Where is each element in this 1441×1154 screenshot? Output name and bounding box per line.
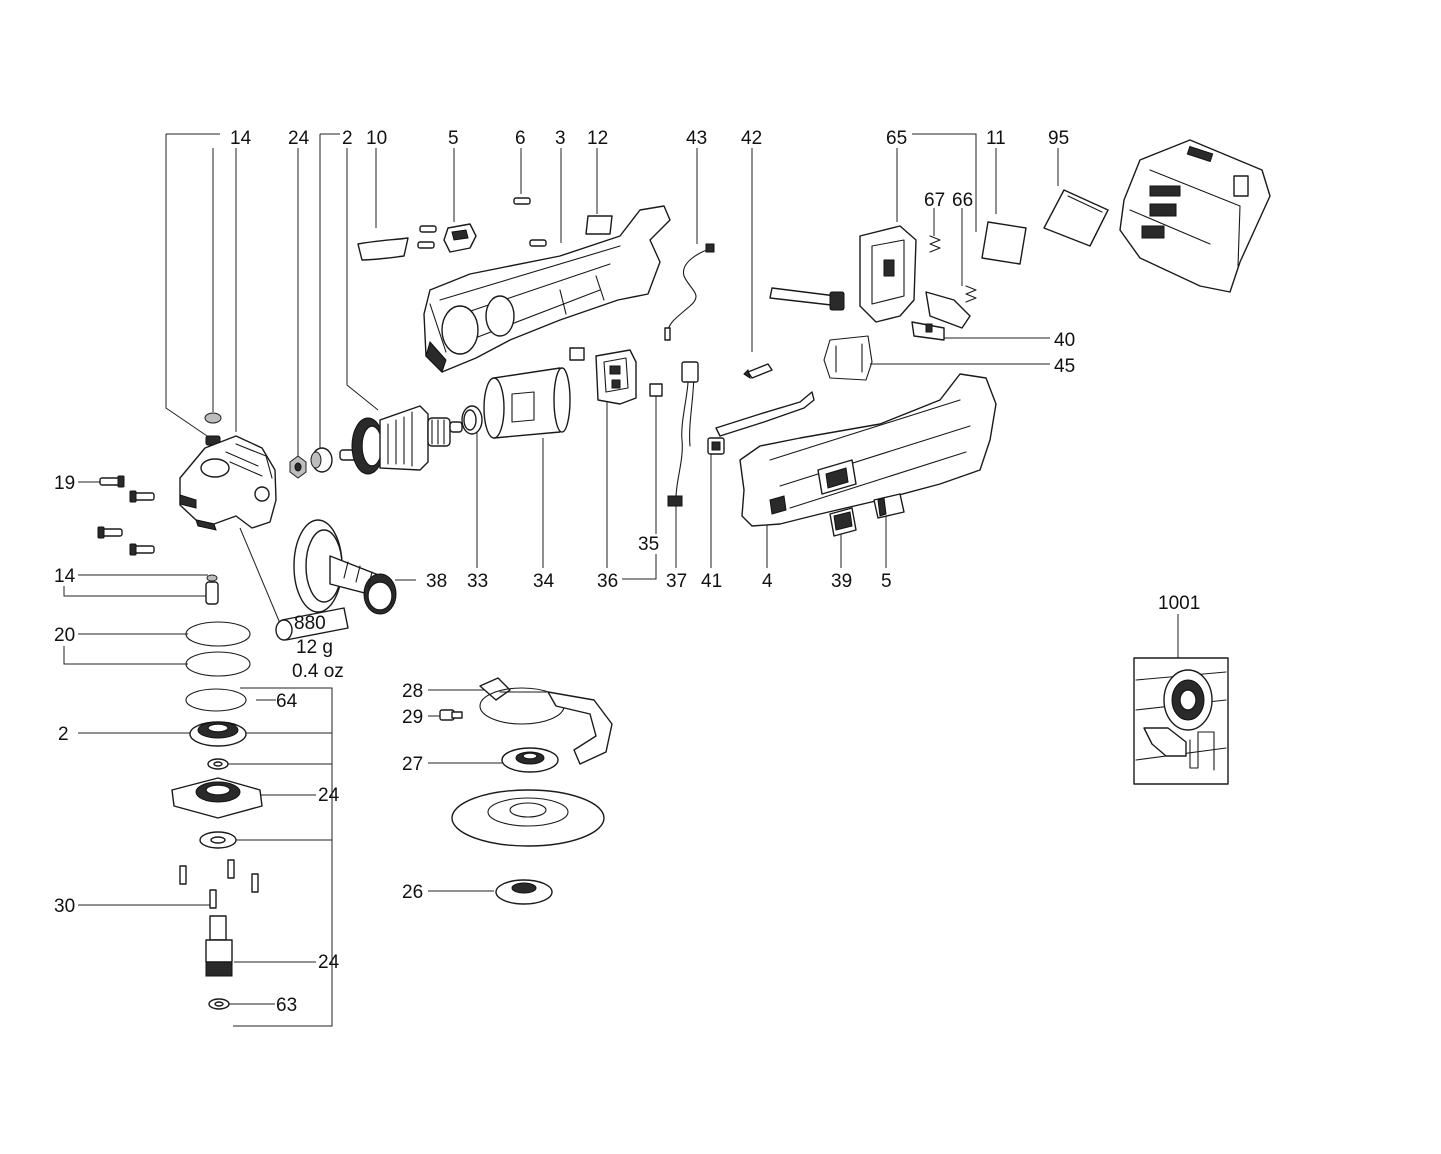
- callout-64: 64: [276, 691, 298, 712]
- callout-45: 45: [1054, 356, 1075, 377]
- callout-880: 880: [294, 613, 326, 634]
- part-electronics-65: [769, 225, 977, 341]
- callout-42: 42: [741, 128, 762, 149]
- part-battery-holder-45: [823, 335, 873, 381]
- callout-29: 29: [402, 707, 423, 728]
- callout-34: 34: [533, 571, 555, 592]
- callout-33: 33: [467, 571, 488, 592]
- callout-24-bottom: 24: [318, 952, 340, 973]
- part-side-handle-38: [293, 519, 397, 615]
- callout-19: 19: [54, 473, 75, 494]
- callout-28: 28: [402, 681, 423, 702]
- part-armature: [289, 405, 463, 479]
- part-gear-head: [179, 412, 277, 531]
- callout-11: 11: [986, 128, 1006, 149]
- part-pin-42: [743, 363, 773, 380]
- part-handle-housing-4: [739, 373, 997, 527]
- part-electronics: [569, 347, 699, 507]
- callout-65: 65: [886, 128, 907, 149]
- callout-14-mid: 14: [54, 566, 76, 587]
- part-switch-rod-41: [707, 391, 815, 455]
- callout-20: 20: [54, 625, 75, 646]
- callout-37: 37: [666, 571, 687, 592]
- part-screws-19: [97, 475, 155, 556]
- callout-04oz: 0.4 oz: [292, 661, 344, 682]
- callout-35: 35: [638, 534, 659, 555]
- callout-40: 40: [1054, 330, 1075, 351]
- part-label-11: [981, 221, 1027, 265]
- callout-14-top: 14: [230, 128, 252, 149]
- part-grease-880: [275, 607, 349, 641]
- callout-95: 95: [1048, 128, 1069, 149]
- callout-66: 66: [952, 190, 973, 211]
- callout-43: 43: [686, 128, 707, 149]
- callout-24-mid: 24: [318, 785, 340, 806]
- callout-27: 27: [402, 754, 423, 775]
- callout-10: 10: [366, 128, 387, 149]
- callout-5-bottom: 5: [881, 571, 892, 592]
- callout-1001: 1001: [1158, 593, 1200, 614]
- part-top-housing: [357, 197, 671, 373]
- callout-63: 63: [276, 995, 297, 1016]
- callout-labels: 14 24 2 10 5 6 3 12 43 42 65 11 95 67 66…: [54, 128, 1200, 1016]
- callout-4: 4: [762, 571, 773, 592]
- part-manual-95: [1043, 189, 1109, 247]
- part-bearing-33: [461, 405, 483, 435]
- callout-12: 12: [587, 128, 608, 149]
- callout-5-top: 5: [448, 128, 459, 149]
- callout-67: 67: [924, 190, 945, 211]
- callout-39: 39: [831, 571, 852, 592]
- part-magnet-sleeve-34: [483, 367, 571, 439]
- callout-30: 30: [54, 896, 75, 917]
- callout-38: 38: [426, 571, 447, 592]
- part-spindle-stack: [171, 574, 263, 1010]
- part-brush-detail-1001: [1133, 657, 1229, 785]
- callout-12g: 12 g: [296, 637, 333, 658]
- callout-2-top: 2: [342, 128, 353, 149]
- part-wheel-guard: [439, 677, 613, 905]
- part-battery-pack: [1119, 139, 1271, 293]
- part-clip-5: [873, 493, 905, 519]
- callout-36: 36: [597, 571, 618, 592]
- part-wire-43: [664, 243, 715, 341]
- callout-3: 3: [555, 128, 566, 149]
- callout-26: 26: [402, 882, 423, 903]
- callout-41: 41: [701, 571, 722, 592]
- part-switch-39: [829, 507, 857, 537]
- callout-24-top: 24: [288, 128, 310, 149]
- callout-2-mid: 2: [58, 724, 69, 745]
- callout-6: 6: [515, 128, 526, 149]
